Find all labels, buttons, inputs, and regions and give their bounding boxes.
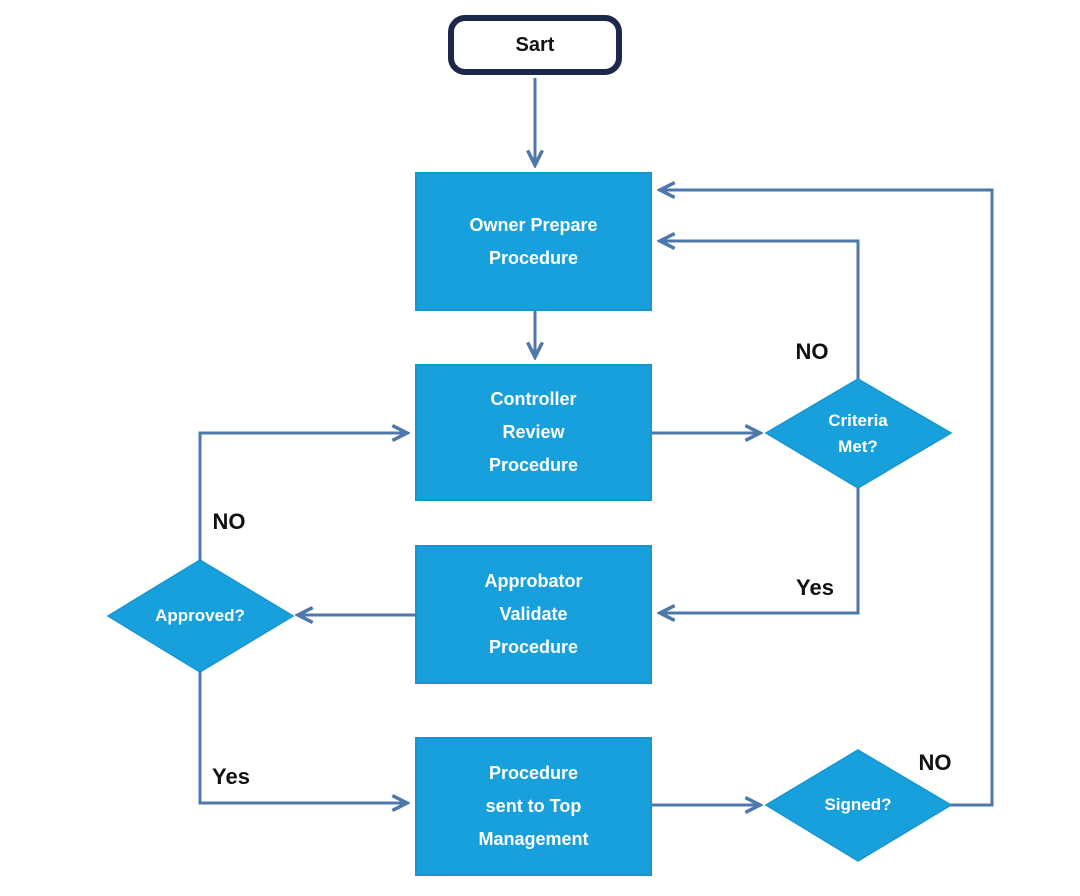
node-controller-review-procedure: Controller Review Procedure [415, 364, 652, 501]
node-start: Sart [448, 15, 622, 75]
node-label-line: sent to Top [485, 796, 582, 816]
edge-criteria-no-to-owner [661, 241, 860, 380]
edge-label-signed-no: NO [918, 750, 952, 775]
decision-approved-label: Approved? [155, 606, 245, 625]
node-label-line: Review [502, 422, 565, 442]
node-label-line: Procedure [488, 247, 579, 268]
node-label-line: Validate [499, 604, 568, 624]
node-label-line: Owner Prepare [469, 214, 598, 235]
node-procedure-sent-to-top-management: Procedure sent to Top Management [415, 737, 652, 876]
edge-label-approved-no: NO [212, 509, 246, 534]
decision-signed-label: Signed? [824, 795, 892, 814]
node-label-line: Met? [838, 437, 878, 456]
decision-criteria-met [764, 378, 953, 489]
edge-signed-no-to-owner [661, 190, 994, 807]
node-label-line: Management [478, 829, 589, 849]
node-label-line: Approbator [484, 571, 583, 591]
edge-label-criteria-yes: Yes [796, 575, 834, 600]
decision-approved [106, 559, 295, 673]
edge-label-approved-yes: Yes [212, 764, 250, 789]
node-label-line: Controller [490, 389, 577, 409]
node-label-line: Procedure [488, 637, 579, 657]
node-label-line: Procedure [488, 763, 579, 783]
node-owner-prepare-procedure: Owner Prepare Procedure [415, 172, 652, 311]
edge-approved-no-to-controller [198, 433, 406, 563]
edge-label-criteria-no: NO [795, 339, 829, 364]
edge-approved-yes-to-procedure [198, 670, 406, 803]
node-label-line: Criteria [828, 411, 888, 430]
node-label-line: Procedure [488, 455, 579, 475]
edge-criteria-yes-to-approbator [661, 487, 860, 613]
decision-signed [764, 749, 953, 862]
node-approbator-validate-procedure: Approbator Validate Procedure [415, 545, 652, 684]
decision-criteria-met-label: Criteria Met? [828, 408, 888, 460]
node-start-label: Sart [515, 33, 555, 56]
